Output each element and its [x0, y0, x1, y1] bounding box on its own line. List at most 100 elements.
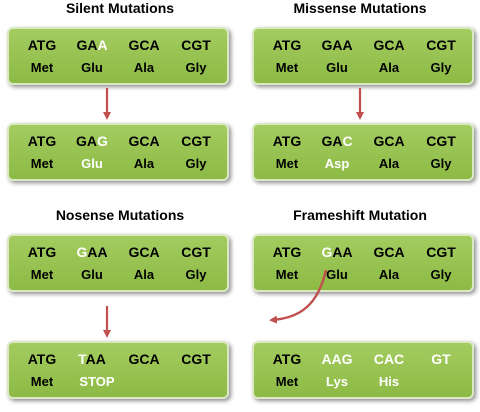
- codon-changed-part: G: [97, 133, 108, 149]
- codon: ATG: [17, 37, 67, 53]
- codon: GCA: [119, 133, 169, 149]
- amino-acid: Gly: [185, 60, 207, 75]
- codon-part: CGT: [181, 37, 211, 53]
- panel-title-missense: Missense Mutations: [293, 0, 427, 16]
- amino-acid: Met: [275, 374, 299, 389]
- codon-changed-part: T: [78, 351, 86, 367]
- amino-acid: Gly: [430, 267, 452, 282]
- amino-acid: Met: [275, 60, 299, 75]
- codon: CAC: [364, 351, 414, 367]
- codon-changed-part: C: [342, 133, 353, 149]
- amino-acid: Gly: [430, 60, 452, 75]
- amino-acid: Ala: [378, 60, 400, 75]
- sequence-box-nonsense-mutated: ATG TAA GCA CGT Met STOP: [7, 341, 229, 399]
- codon: GAG: [67, 133, 117, 149]
- codon-part: GCA: [128, 351, 160, 367]
- codon-row: ATG TAA GCA CGT: [9, 351, 227, 371]
- amino-acid: Ala: [378, 267, 400, 282]
- codon: CGT: [416, 133, 466, 149]
- amino-acid: His: [378, 374, 400, 389]
- codon: CGT: [171, 37, 221, 53]
- codon-part: AA: [332, 244, 353, 260]
- codon-part: GCA: [373, 133, 405, 149]
- codon-part: GA: [76, 133, 98, 149]
- amino-acid: Glu: [81, 60, 103, 75]
- codon-part: ATG: [272, 244, 302, 260]
- codon-part: CGT: [181, 351, 211, 367]
- codon-part: AA: [87, 244, 108, 260]
- amino-acid: Glu: [81, 156, 103, 171]
- codon: GCA: [119, 244, 169, 260]
- arrow-frameshift: [269, 269, 328, 324]
- amino-acid: Glu: [326, 267, 348, 282]
- panel-title-nonsense: Nosense Mutations: [55, 207, 185, 223]
- amino-acid: Ala: [133, 156, 155, 171]
- codon-part: ATG: [272, 37, 302, 53]
- codon: CGT: [416, 37, 466, 53]
- codon-changed-part: A: [97, 37, 108, 53]
- codon-part: ATG: [27, 351, 57, 367]
- codon-part: GCA: [373, 244, 405, 260]
- codon-part: ATG: [27, 133, 57, 149]
- codon-part: GAA: [321, 37, 353, 53]
- codon: CGT: [171, 351, 221, 367]
- codon: GCA: [364, 37, 414, 53]
- codon: GAA: [67, 244, 117, 260]
- codon-changed-part: AAG: [321, 351, 353, 367]
- codon: ATG: [262, 351, 312, 367]
- codon-part: AA: [85, 351, 106, 367]
- codon-part: GCA: [128, 244, 160, 260]
- amino-acid: Asp: [324, 156, 350, 171]
- amino-acid: Gly: [185, 267, 207, 282]
- codon-changed-part: G: [76, 244, 88, 260]
- codon-part: GA: [321, 133, 343, 149]
- codon-row: ATG GAC GCA CGT: [254, 133, 472, 153]
- codon-part: GA: [76, 37, 98, 53]
- codon: GCA: [119, 37, 169, 53]
- amino-acid: Ala: [133, 60, 155, 75]
- codon: GAA: [312, 244, 362, 260]
- codon: ATG: [262, 133, 312, 149]
- amino-acid: Glu: [81, 267, 103, 282]
- codon: ATG: [17, 133, 67, 149]
- amino-acid: STOP: [79, 374, 115, 389]
- codon-row: ATG GAA GCA CGT: [254, 37, 472, 57]
- codon: CGT: [171, 133, 221, 149]
- codon-changed-part: CAC: [373, 351, 405, 367]
- codon: GAC: [312, 133, 362, 149]
- codon: ATG: [262, 244, 312, 260]
- amino-acid-row: Met Glu Ala Gly: [9, 60, 227, 80]
- panel-title-silent: Silent Mutations: [65, 0, 175, 16]
- codon-part: ATG: [27, 37, 57, 53]
- codon-part: CGT: [181, 244, 211, 260]
- amino-acid: Gly: [430, 156, 452, 171]
- amino-acid: Met: [30, 156, 54, 171]
- codon-part: ATG: [272, 133, 302, 149]
- amino-acid: Met: [30, 60, 54, 75]
- codon: AAG: [312, 351, 362, 367]
- amino-acid: Met: [30, 374, 54, 389]
- codon: GT: [416, 351, 466, 367]
- amino-acid-row: Met STOP: [9, 374, 227, 394]
- codon-part: CGT: [426, 37, 456, 53]
- codon-changed-part: GT: [431, 351, 451, 367]
- codon: GAA: [67, 37, 117, 53]
- codon-part: ATG: [272, 351, 302, 367]
- codon: ATG: [262, 37, 312, 53]
- codon-changed-part: G: [321, 244, 333, 260]
- amino-acid: Met: [30, 267, 54, 282]
